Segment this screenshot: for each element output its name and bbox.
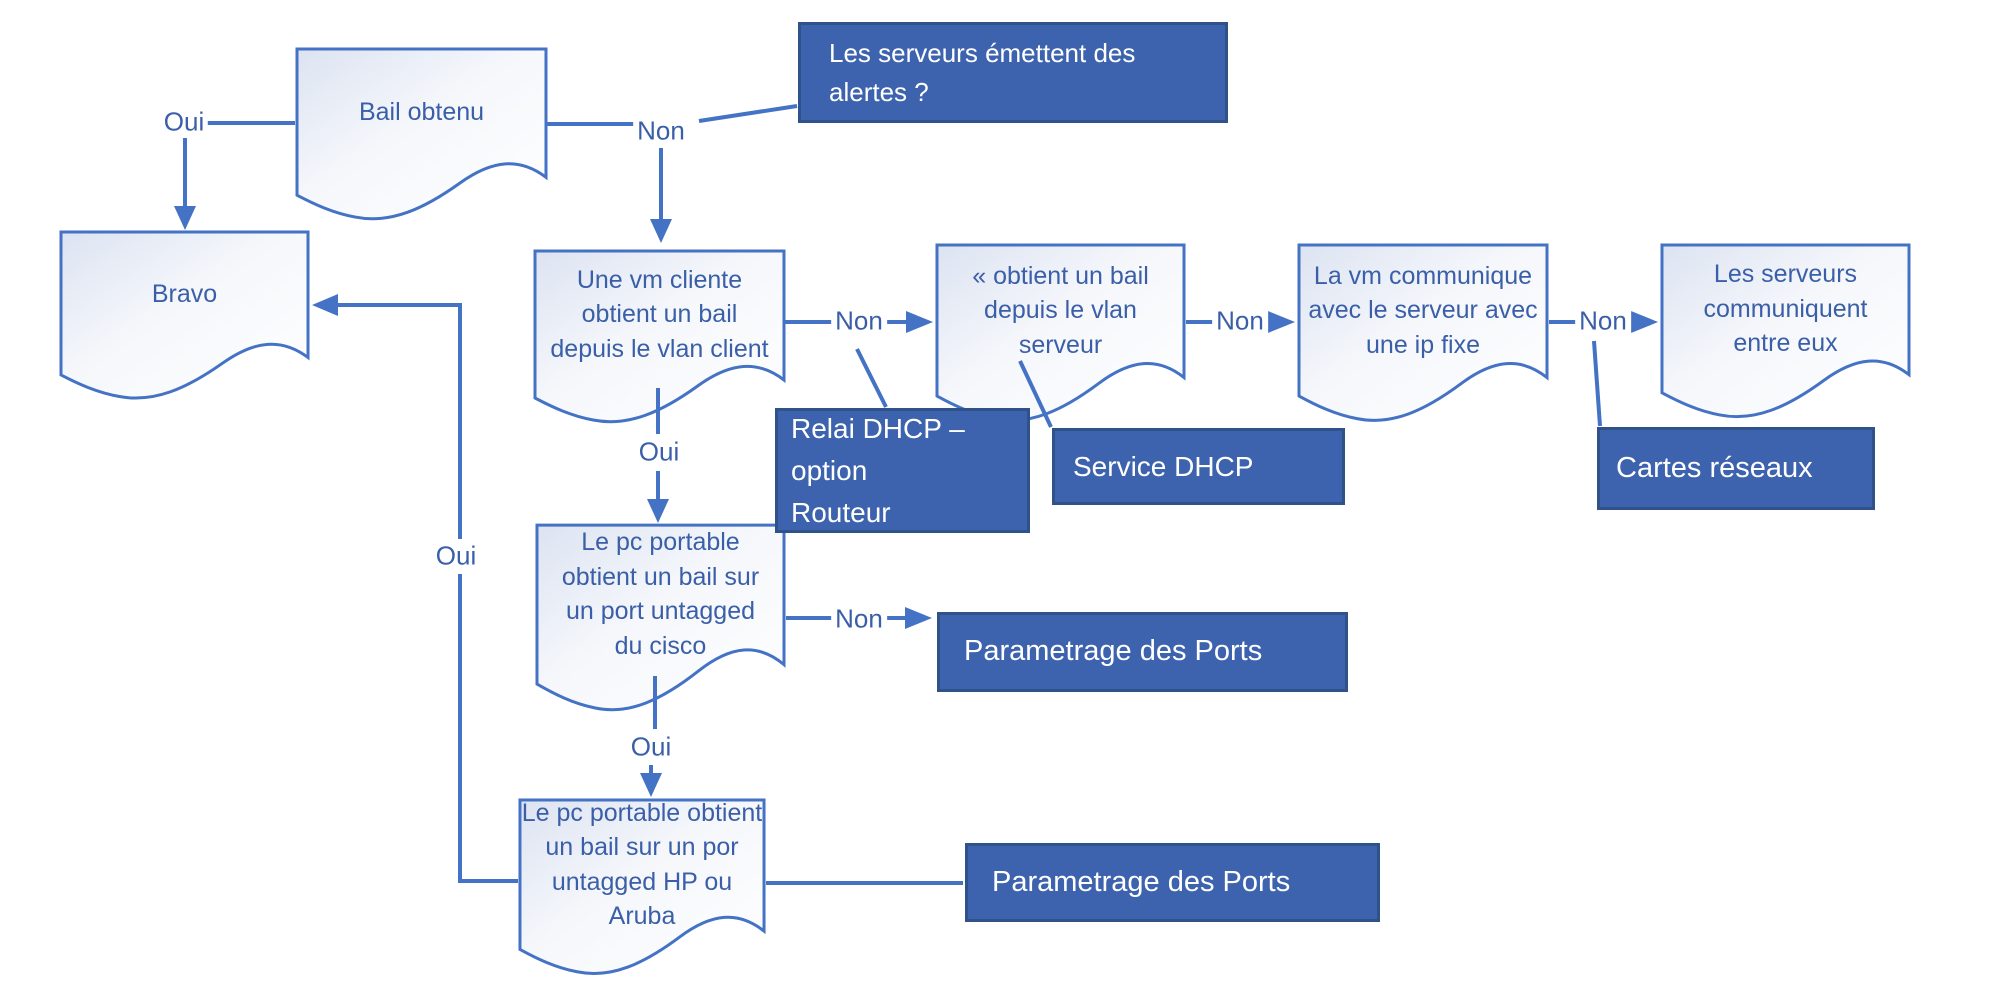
document-label: Les serveurs communiquent entre eux — [1703, 260, 1868, 358]
document-label: Une vm cliente obtient un bail depuis le… — [550, 265, 769, 363]
edge-label-oui-cisco-down: Oui — [626, 733, 676, 762]
edge-label-oui-vm-cliente: Oui — [634, 438, 684, 467]
line-return-bravo-b — [338, 303, 462, 539]
arrowhead-into-hp-aruba-top — [640, 773, 662, 797]
edge-label-non-top: Non — [633, 117, 689, 146]
callout-label: Parametrage des Ports — [992, 865, 1291, 898]
edge-label-oui-top-left: Oui — [159, 108, 209, 137]
edge-label-non-row1-a: Non — [831, 307, 887, 336]
document-shape-outline — [295, 47, 548, 231]
callout-label: Parametrage des Ports — [964, 635, 1263, 668]
document-shape-pc-hp-aruba[interactable]: Le pc portable obtient un bail sur un po… — [518, 798, 766, 986]
edge-label-non-cisco: Non — [831, 605, 887, 634]
arrowhead-into-serveurs — [1631, 311, 1658, 333]
document-shape-vlan-serveur[interactable]: « obtient un bail depuis le vlan serveur — [935, 243, 1186, 433]
callout-line-alertes — [698, 104, 798, 123]
document-shape-outline — [59, 230, 310, 410]
document-shape-outline — [518, 798, 766, 986]
document-label: « obtient un bail depuis le vlan serveur — [972, 261, 1149, 359]
document-label: Bail obtenu — [358, 98, 485, 127]
arrowhead-into-cisco-top — [647, 499, 669, 523]
arrowhead-into-bravo-right — [312, 294, 338, 316]
callout-line-relai-dhcp — [855, 348, 888, 408]
edge-label-non-row1-c: Non — [1575, 307, 1631, 336]
arrowhead-into-vm-cliente-top — [650, 219, 672, 243]
callout-line-cartes-reseaux — [1592, 340, 1602, 427]
document-label: Bravo — [151, 279, 218, 308]
callout-box-cartes-reseaux[interactable]: Cartes réseaux — [1597, 427, 1875, 510]
document-shape-outline — [535, 523, 786, 723]
document-shape-pc-cisco[interactable]: Le pc portable obtient un bail sur un po… — [535, 523, 786, 723]
document-shape-serveurs-communiquent[interactable]: Les serveurs communiquent entre eux — [1660, 243, 1911, 429]
edge-label-oui-return-bravo: Oui — [431, 542, 481, 571]
callout-label: Cartes réseaux — [1616, 451, 1813, 484]
callout-box-alertes[interactable]: Les serveurs émettent des alertes ? — [798, 22, 1228, 123]
document-label: Le pc portable obtient un bail sur un po… — [521, 798, 763, 931]
callout-label: Service DHCP — [1073, 450, 1254, 482]
arrowhead-into-bravo-top — [174, 206, 196, 230]
arrowhead-into-parametrage-1 — [905, 607, 932, 629]
document-shape-outline — [533, 249, 786, 434]
document-label: Le pc portable obtient un bail sur un po… — [561, 528, 760, 660]
callout-label: Relai DHCP – option Routeur — [791, 412, 965, 528]
callout-label: Les serveurs émettent des alertes ? — [829, 37, 1136, 107]
callout-box-parametrage-ports-1[interactable]: Parametrage des Ports — [937, 612, 1348, 692]
callout-box-relai-dhcp[interactable]: Relai DHCP – option Routeur — [775, 408, 1030, 533]
line-return-bravo-a — [458, 574, 518, 883]
document-shape-outline — [1660, 243, 1911, 429]
document-label: La vm communique avec le serveur avec un… — [1308, 261, 1538, 359]
callout-box-service-dhcp[interactable]: Service DHCP — [1052, 428, 1345, 505]
edge-label-non-row1-b: Non — [1212, 307, 1268, 336]
document-shape-vm-ip-fixe[interactable]: La vm communique avec le serveur avec un… — [1297, 243, 1549, 433]
document-shape-bail-obtenu[interactable]: Bail obtenu — [295, 47, 548, 231]
document-shape-bravo[interactable]: Bravo — [59, 230, 310, 410]
arrowhead-into-vlan-serveur — [906, 311, 933, 333]
callout-box-parametrage-ports-2[interactable]: Parametrage des Ports — [965, 843, 1380, 922]
document-shape-outline — [1297, 243, 1549, 433]
document-shape-vm-cliente[interactable]: Une vm cliente obtient un bail depuis le… — [533, 249, 786, 434]
arrowhead-into-vm-ip-fixe — [1268, 311, 1295, 333]
